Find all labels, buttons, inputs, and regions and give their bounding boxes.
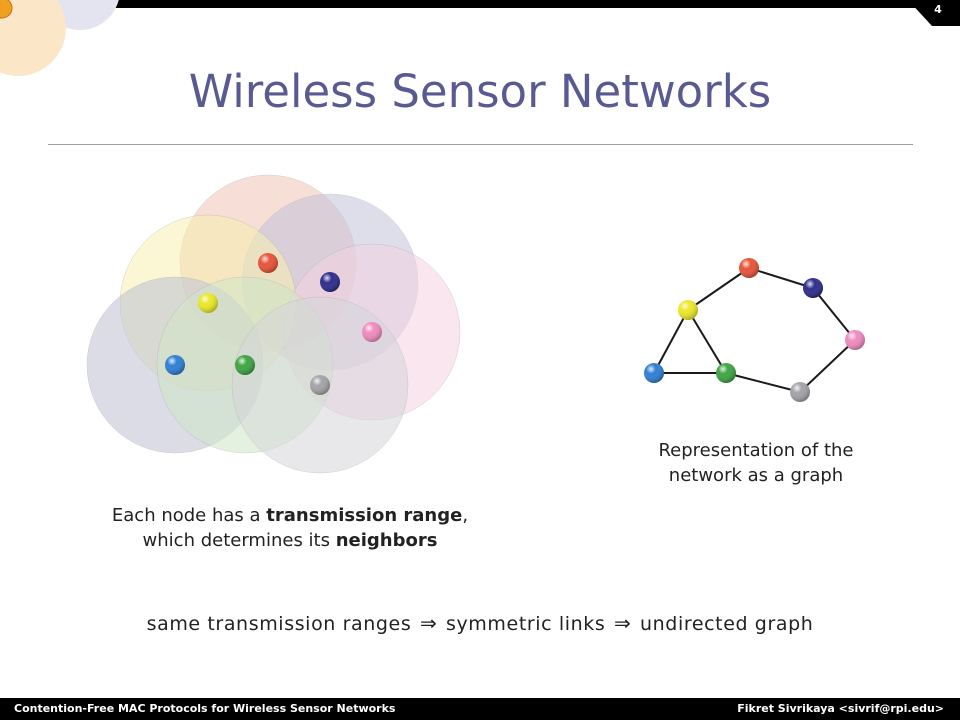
footer-author: Fikret Sivrikaya <sivrif@rpi.edu> — [737, 702, 944, 715]
slide-title: Wireless Sensor Networks — [188, 65, 772, 118]
graph-caption-line2: network as a graph — [668, 465, 844, 486]
footer-presentation-title: Contention-Free MAC Protocols for Wirele… — [14, 702, 396, 715]
graph-edge-red-navy — [748, 267, 814, 289]
range-caption-bold-term: transmission range — [266, 505, 463, 526]
node-red — [258, 253, 278, 273]
range-caption-comma: , — [462, 505, 469, 526]
page-number-tab — [908, 0, 960, 26]
node-yellow — [198, 293, 218, 313]
range-caption-line2: which determines its neighbors — [40, 528, 540, 553]
implies-arrow-icon: ⇒ — [419, 611, 438, 635]
summary-part-3: undirected graph — [640, 613, 814, 635]
graph-edge-yellow-red — [687, 267, 750, 311]
graph-node-green — [716, 363, 736, 383]
graph-node-gray — [790, 382, 810, 402]
summary-part-1: same transmission ranges — [146, 613, 412, 635]
graph-node-blue — [644, 363, 664, 383]
range-circles — [86, 174, 461, 474]
node-gray — [310, 375, 330, 395]
graph-nodes — [644, 258, 865, 402]
page-number: 4 — [934, 3, 942, 16]
sensor-nodes — [165, 253, 382, 395]
graph-edge-yellow-green — [687, 309, 727, 374]
summary-statement: same transmission ranges ⇒ symmetric lin… — [0, 611, 960, 635]
range-caption-text: Each node has a — [111, 505, 267, 526]
range-caption-line1: Each node has a transmission range, — [40, 503, 540, 528]
graph-caption: Representation of the network as a graph — [606, 438, 906, 488]
range-caption-bold-term-2: neighbors — [335, 530, 438, 551]
footer-bar: Contention-Free MAC Protocols for Wirele… — [0, 698, 960, 720]
title-divider — [48, 144, 913, 145]
node-green — [235, 355, 255, 375]
corner-decoration — [0, 0, 119, 76]
range-caption: Each node has a transmission range, whic… — [40, 503, 540, 553]
transmission-range-diagram — [86, 174, 461, 474]
graph-node-pink — [845, 330, 865, 350]
top-bar — [0, 0, 960, 8]
graph-edge-blue-yellow — [653, 309, 689, 374]
summary-part-2: symmetric links — [445, 613, 606, 635]
graph-edge-pink-gray — [799, 339, 856, 393]
graph-edge-navy-pink — [812, 287, 856, 341]
graph-edge-gray-green — [725, 372, 801, 393]
range-caption-text-2: which determines its — [142, 530, 336, 551]
graph-node-navy — [803, 278, 823, 298]
node-pink — [362, 322, 382, 342]
graph-node-red — [739, 258, 759, 278]
graph-node-yellow — [678, 300, 698, 320]
graph-caption-line1: Representation of the — [658, 440, 854, 461]
node-blue — [165, 355, 185, 375]
node-navy — [320, 272, 340, 292]
implies-arrow-icon-2: ⇒ — [614, 611, 632, 635]
graph-edges — [653, 267, 856, 393]
network-graph — [644, 258, 865, 402]
